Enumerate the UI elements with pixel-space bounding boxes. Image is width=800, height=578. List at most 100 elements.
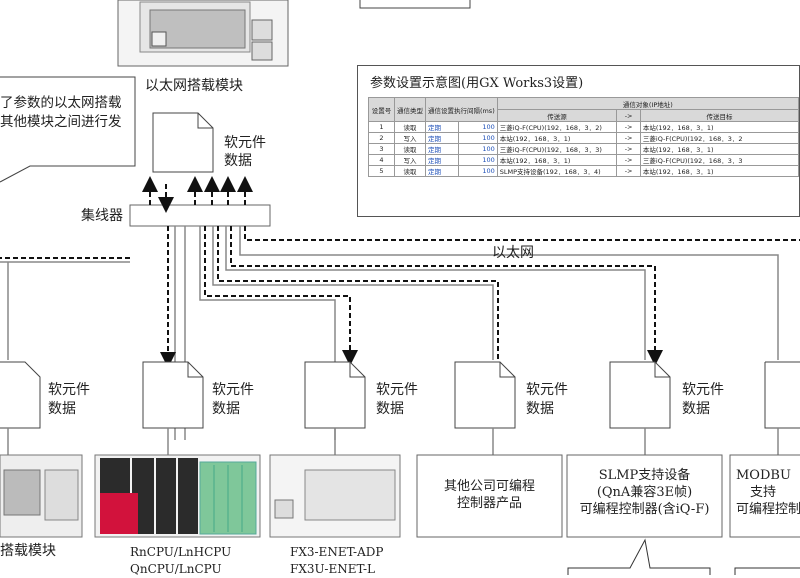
rncpu-label-line1: RnCPU/LnHCPU xyxy=(130,545,232,559)
cell-ms: 100 xyxy=(457,132,498,144)
header-comm-type: 通信类型 xyxy=(393,97,426,122)
cell-src: 三菱iQ-F(CPU)(192．168．3．2) xyxy=(496,121,618,133)
modbus-box-text: MODBU 支持 可编程控制 xyxy=(736,467,800,518)
doc-icon-2 xyxy=(142,361,204,429)
slmp-line1: SLMP支持设备 xyxy=(598,468,691,483)
fx3-label-line1: FX3-ENET-ADP xyxy=(290,545,384,559)
header-no: 设置号 xyxy=(368,97,395,122)
cell-src: 本站(192．168．3．1) xyxy=(496,154,618,166)
slmp-box xyxy=(566,454,723,538)
slmp-line2: (QnA兼容3E帧) xyxy=(596,485,693,500)
cell-no: 2 xyxy=(368,132,395,144)
cell-src: 三菱iQ-F(CPU)(192．168．3．3) xyxy=(496,143,618,155)
header-arrow: -> xyxy=(616,109,641,122)
cell-dst: 本站(192．168．3．1) xyxy=(639,121,800,133)
cell-no: 3 xyxy=(368,143,395,155)
doc-icon-5 xyxy=(609,361,671,429)
modbus-line3: 可编程控制 xyxy=(736,502,800,517)
panel-title: 参数设置示意图(用GX Works3设置) xyxy=(370,76,584,91)
ethernet-label: 以太网 xyxy=(492,245,534,261)
doc-label-3-line1: 软元件 xyxy=(376,382,418,398)
rncpu-module-rack xyxy=(94,454,261,538)
hub-to-doc-arrows xyxy=(142,176,253,213)
callout: 了参数的以太网搭载 其他模块之间进行发 xyxy=(0,72,138,169)
cell-mode: 定期 xyxy=(424,154,459,166)
cell-type: 读取 xyxy=(393,121,426,133)
cell-src: 本站(192．168．3．1) xyxy=(496,132,618,144)
cell-type: 写入 xyxy=(393,154,426,166)
cell-ms: 100 xyxy=(457,165,498,177)
callout-line1: 了参数的以太网搭载 xyxy=(0,95,122,111)
cell-no: 5 xyxy=(368,165,395,177)
cell-arrow: -> xyxy=(616,165,641,177)
fx3-module xyxy=(269,454,401,538)
doc-icon-4 xyxy=(454,361,516,429)
cell-no: 1 xyxy=(368,121,395,133)
top-module-label: 以太网搭载模块 xyxy=(145,78,243,94)
doc-label-4-line1: 软元件 xyxy=(526,382,568,398)
other-company-box xyxy=(416,454,563,538)
doc-label-1-line2: 数据 xyxy=(48,401,76,417)
cell-src: SLMP支持设备(192．168．3．4) xyxy=(496,165,618,177)
doc-label-1-line1: 软元件 xyxy=(48,382,90,398)
cell-no: 4 xyxy=(368,154,395,166)
dashed-paths xyxy=(0,226,800,368)
doc-label-4-line2: 数据 xyxy=(526,401,554,417)
modbus-box xyxy=(729,454,800,538)
slmp-pointer-bubble xyxy=(567,538,711,575)
doc-icon-3 xyxy=(304,361,366,429)
header-dest: 传送目标 xyxy=(639,109,800,122)
cell-dst: 本站(192．168．3．1) xyxy=(639,165,800,177)
top-right-box xyxy=(359,0,471,9)
cell-type: 写入 xyxy=(393,132,426,144)
cell-ms: 100 xyxy=(457,143,498,155)
doc-label-3-line2: 数据 xyxy=(376,401,404,417)
parameter-settings-panel: 参数设置示意图(用GX Works3设置) 设置号 通信类型 通信设置执行间隔(… xyxy=(357,65,800,217)
cell-arrow: -> xyxy=(616,154,641,166)
cell-type: 读取 xyxy=(393,165,426,177)
header-interval: 通信设置执行间隔(ms) xyxy=(424,97,498,122)
modbus-line1: MODBU xyxy=(736,468,791,483)
cell-ms: 100 xyxy=(457,154,498,166)
cell-arrow: -> xyxy=(616,132,641,144)
hub-label: 集线器 xyxy=(81,208,123,224)
header-target: 通信对象(IP地址) xyxy=(496,97,800,110)
bottom-left-module xyxy=(0,454,83,538)
parameter-table: 设置号 通信类型 通信设置执行间隔(ms) 通信对象(IP地址) 传送源 -> … xyxy=(368,97,800,177)
cell-dst: 本站(192．168．3．1) xyxy=(639,143,800,155)
slmp-line3: 可编程控制器(含iQ-F) xyxy=(579,502,710,517)
doc-device-connectors xyxy=(7,428,779,455)
bottom-left-module-label: 搭载模块 xyxy=(0,543,56,559)
top-ethernet-module xyxy=(117,0,289,67)
cell-mode: 定期 xyxy=(424,132,459,144)
doc-label-5-line1: 软元件 xyxy=(682,382,724,398)
cell-arrow: -> xyxy=(616,121,641,133)
cell-mode: 定期 xyxy=(424,165,459,177)
top-device-data-doc-icon xyxy=(152,112,214,173)
slmp-box-text: SLMP支持设备 (QnA兼容3E帧) 可编程控制器(含iQ-F) xyxy=(567,467,722,518)
cell-arrow: -> xyxy=(616,143,641,155)
doc-icon-6 xyxy=(764,361,800,429)
doc-label-2-line1: 软元件 xyxy=(212,382,254,398)
fx3-label-line2: FX3U-ENET-L xyxy=(290,562,375,576)
cell-type: 读取 xyxy=(393,143,426,155)
top-doc-label-line2: 数据 xyxy=(224,153,252,169)
cell-dst: 三菱iQ-F(CPU)(192．168．3．3 xyxy=(639,154,800,166)
rncpu-label-line2: QnCPU/LnCPU xyxy=(130,562,222,576)
modbus-line2: 支持 xyxy=(750,485,777,500)
doc-label-5-line2: 数据 xyxy=(682,401,710,417)
cell-mode: 定期 xyxy=(424,121,459,133)
doc-icon-1 xyxy=(0,361,41,429)
doc-label-2-line2: 数据 xyxy=(212,401,240,417)
other-company-line1: 其他公司可编程 xyxy=(443,479,535,494)
top-doc-label-line1: 软元件 xyxy=(224,135,266,151)
other-company-line2: 控制器产品 xyxy=(456,496,522,511)
cell-dst: 三菱iQ-F(CPU)(192．168．3．2 xyxy=(639,132,800,144)
cell-ms: 100 xyxy=(457,121,498,133)
other-company-box-text: 其他公司可编程 控制器产品 xyxy=(417,478,562,512)
